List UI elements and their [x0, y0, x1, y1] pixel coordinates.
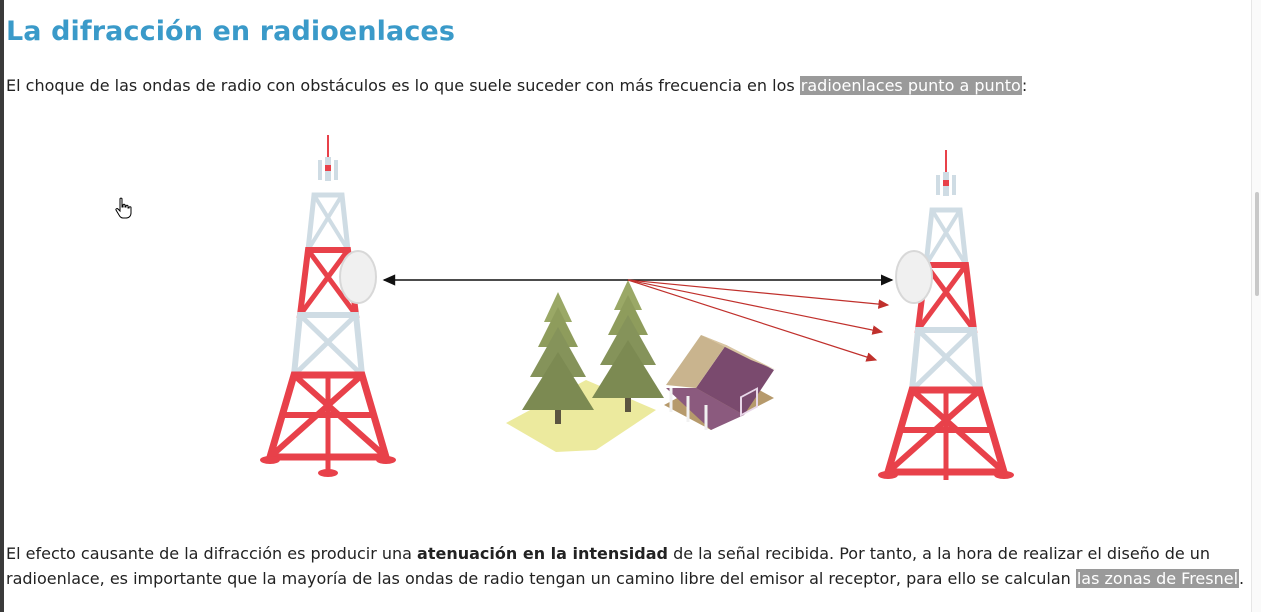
- left-antenna-dish: [340, 251, 376, 303]
- page-title: La difracción en radioenlaces: [6, 16, 455, 47]
- scrollbar-thumb[interactable]: [1255, 192, 1259, 296]
- tree-left: [522, 292, 594, 424]
- left-border: [0, 0, 4, 612]
- intro-colon: :: [1022, 76, 1027, 95]
- right-antenna-dish: [896, 251, 932, 303]
- intro-paragraph: El choque de las ondas de radio con obst…: [6, 73, 1027, 98]
- left-tower: [260, 135, 396, 477]
- scrollbar[interactable]: [1251, 0, 1261, 612]
- hand-pointer-icon: [114, 197, 134, 221]
- tree-right: [592, 280, 664, 412]
- body-paragraph: El efecto causante de la difracción es p…: [6, 541, 1254, 591]
- diffracted-ray-2: [628, 280, 882, 332]
- intro-text: El choque de las ondas de radio con obst…: [6, 76, 800, 95]
- body-bold: atenuación en la intensidad: [417, 544, 668, 563]
- radio-link-diffraction-illustration: [256, 130, 1016, 480]
- body-period: .: [1239, 569, 1244, 588]
- right-tower: [878, 150, 1014, 480]
- body-text-1: El efecto causante de la difracción es p…: [6, 544, 417, 563]
- house: [664, 335, 776, 430]
- link-zonas-de-fresnel[interactable]: las zonas de Fresnel: [1076, 569, 1239, 588]
- link-radioenlaces-punto-a-punto[interactable]: radioenlaces punto a punto: [800, 76, 1022, 95]
